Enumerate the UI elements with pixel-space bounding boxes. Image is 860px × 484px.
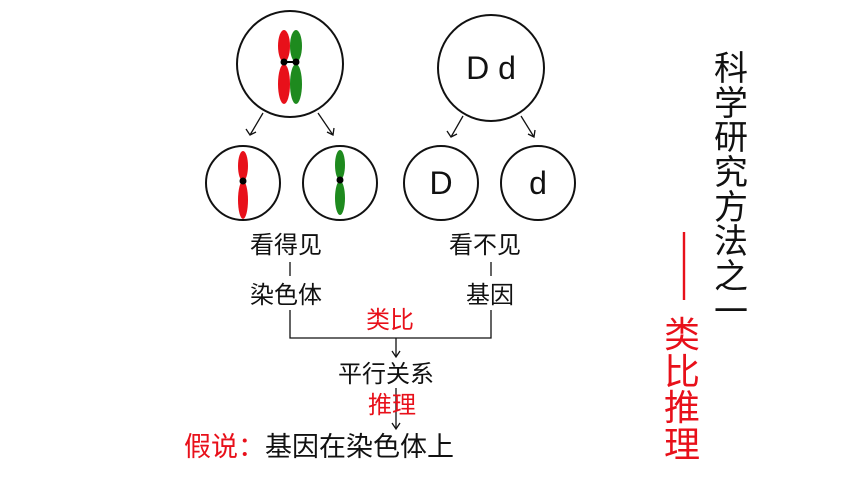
side-title-char: 科 xyxy=(714,49,748,89)
method-char: 比 xyxy=(664,351,701,393)
method-char: 类 xyxy=(664,315,701,356)
label-reasoning: 推理 xyxy=(368,391,416,419)
label-gene: 基因 xyxy=(466,281,514,309)
arrowhead-chromosome-right xyxy=(326,127,335,136)
green-chromosome-bottom xyxy=(335,181,345,215)
arrow-chromosome-right xyxy=(317,112,334,136)
arrow-chromosome-left xyxy=(249,112,264,136)
analogy-bracket xyxy=(289,310,492,339)
hypothesis: 假说：基因在染色体上 xyxy=(184,434,454,461)
arrowhead-gene-left xyxy=(446,130,458,138)
green-chromosome-top xyxy=(335,150,345,180)
arrowhead-to-hypothesis xyxy=(391,422,401,431)
side-title-char: 学 xyxy=(714,83,748,124)
arrowhead-chromosome-left xyxy=(245,128,257,136)
child-gene-label-D: D xyxy=(429,165,452,201)
side-title-char: 研 xyxy=(714,118,748,159)
hypothesis-text: 基因在染色体上 xyxy=(265,432,454,463)
method-char: 理 xyxy=(664,425,701,467)
label-visible: 看得见 xyxy=(250,231,322,259)
green-chromatid-bottom xyxy=(290,64,302,104)
side-title-char: 之 xyxy=(714,257,748,298)
label-analogy: 类比 xyxy=(366,306,414,334)
side-title-method: 类 比 推 理 xyxy=(664,315,701,467)
parent-gene-cell xyxy=(437,14,545,122)
label-chromosome: 染色体 xyxy=(250,281,322,309)
arrow-gene-right xyxy=(520,115,535,138)
arrow-gene-left xyxy=(450,115,464,138)
red-chromosome-bottom xyxy=(238,181,248,219)
arrowhead-gene-right xyxy=(527,129,536,138)
child-gene-label-d: d xyxy=(529,165,547,201)
hypothesis-prefix: 假说： xyxy=(184,432,265,463)
parent-chromosome-cell xyxy=(236,10,344,118)
method-char: 推 xyxy=(664,388,701,430)
side-title-char: 法 xyxy=(714,222,748,263)
side-title-char: 方 xyxy=(714,187,748,228)
parent-gene-label: D d xyxy=(466,50,516,86)
child-cell-green xyxy=(302,145,378,221)
red-chromatid-bottom xyxy=(278,64,290,104)
green-centromere xyxy=(336,176,344,184)
label-parallel: 平行关系 xyxy=(338,360,434,388)
red-chromosome-top xyxy=(238,151,248,181)
red-centromere xyxy=(239,177,247,185)
arrowhead-to-parallel xyxy=(391,350,401,359)
red-chromatid-top xyxy=(278,30,290,62)
side-title-char: 究 xyxy=(714,153,748,194)
child-gene-cell-D xyxy=(403,145,479,221)
side-title-main: 科 学 研 究 方 法 之 一 xyxy=(713,52,749,329)
child-gene-cell-d xyxy=(500,145,576,221)
label-invisible: 看不见 xyxy=(449,231,521,259)
child-cell-red xyxy=(205,145,281,221)
green-chromatid-top xyxy=(290,30,302,62)
side-title-char: 一 xyxy=(714,291,748,332)
